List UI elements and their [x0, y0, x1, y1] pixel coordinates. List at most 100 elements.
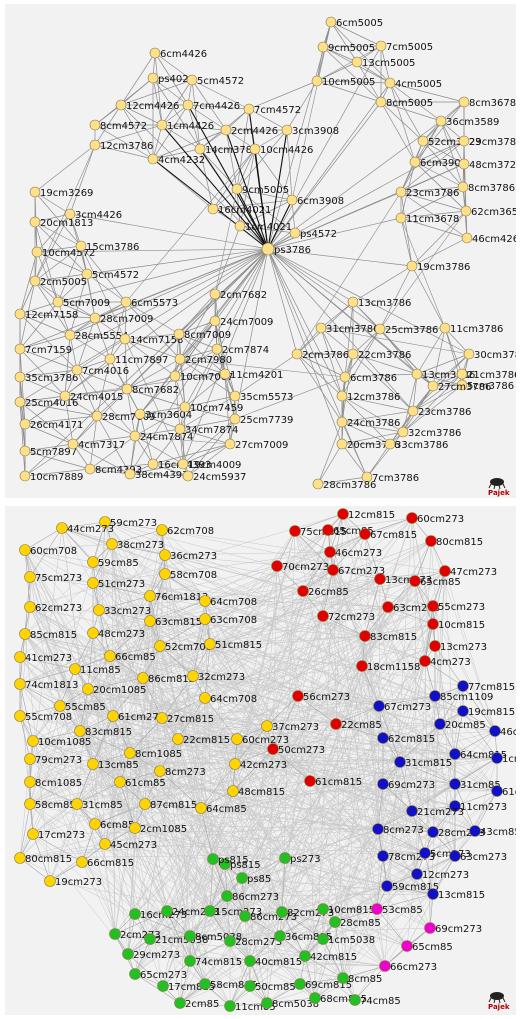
network-edge — [432, 570, 446, 607]
node-label: 6cm5573 — [131, 298, 178, 309]
network-edge — [414, 580, 456, 857]
node-label: 38cm4393 — [135, 470, 188, 481]
network-edge — [379, 327, 446, 330]
network-edge — [236, 148, 256, 190]
node-label: 30cm3786 — [474, 350, 516, 361]
network-edge — [24, 633, 380, 707]
network-node — [394, 756, 406, 768]
network-edge — [454, 730, 496, 755]
network-edge — [314, 997, 356, 1001]
network-edge — [204, 697, 337, 725]
network-edge — [382, 852, 426, 857]
network-edge — [159, 618, 206, 647]
network-edge — [127, 953, 386, 967]
network-edge — [412, 384, 463, 412]
network-edge — [187, 418, 236, 477]
node-label: 67cm815 — [370, 530, 417, 541]
network-edge — [406, 855, 456, 947]
network-edge — [424, 605, 434, 662]
network-edge — [225, 129, 238, 190]
network-edge — [322, 46, 382, 103]
network-edge — [424, 660, 436, 697]
network-edge — [400, 210, 467, 219]
network-edge — [34, 191, 71, 215]
network-edge — [225, 129, 256, 150]
network-edge — [192, 675, 380, 707]
node-label: 11cm4201 — [230, 370, 283, 381]
network-node — [194, 143, 206, 155]
network-edge — [400, 217, 413, 267]
network-edge — [129, 635, 366, 754]
network-node — [377, 850, 389, 862]
network-edge — [454, 710, 464, 755]
node-label: 25cm3786 — [385, 325, 438, 336]
hub-edge — [86, 248, 269, 275]
network-edge — [402, 384, 463, 433]
network-edge — [317, 476, 368, 485]
network-edge — [34, 221, 88, 275]
network-node — [174, 997, 186, 1009]
network-edge — [164, 551, 331, 556]
network-node — [411, 868, 423, 880]
network-edge — [74, 655, 111, 670]
node-label: 2cm7980 — [185, 355, 232, 366]
network-edge — [96, 415, 136, 437]
network-edge — [57, 245, 82, 303]
network-edge — [104, 843, 228, 897]
network-edge — [87, 645, 161, 690]
network-edge — [241, 723, 337, 879]
node-label: 28cm7009 — [100, 314, 153, 325]
node-label: 33cm3786 — [395, 440, 448, 451]
network-edge — [19, 668, 76, 685]
node-label: 65cm85 — [420, 577, 461, 588]
node-label: 24cm7874 — [140, 432, 193, 443]
network-edge — [189, 935, 386, 967]
network-node — [336, 438, 348, 450]
network-edge — [174, 320, 216, 377]
network-node — [159, 568, 171, 580]
node-label: 1cm4021 — [245, 222, 292, 233]
node-label: 3cm4426 — [75, 210, 122, 221]
node-label: 8cm3786 — [468, 183, 515, 194]
hub-edge — [267, 248, 414, 412]
network-edge — [332, 569, 381, 580]
node-label: 67cm273 — [384, 702, 431, 713]
node-label: 1cm815 — [502, 754, 516, 765]
network-edge — [64, 395, 98, 417]
node-label: 68cm815 — [320, 994, 367, 1005]
network-edge — [164, 554, 231, 942]
network-edge — [387, 606, 434, 625]
network-edge — [29, 668, 76, 805]
network-node — [24, 571, 36, 583]
pajek-logo-text: Pajek — [488, 1003, 510, 1011]
network-edge — [352, 353, 414, 412]
node-label: 2cm273 — [120, 930, 161, 941]
network-edge — [434, 645, 456, 785]
node-label: 42cm815 — [310, 952, 357, 963]
network-edge — [272, 748, 311, 782]
network-edge — [61, 521, 106, 529]
network-edge — [92, 763, 251, 962]
network-edge — [432, 327, 446, 387]
network-edge — [80, 245, 127, 303]
network-edge — [19, 758, 31, 859]
node-label: 27cm3786 — [438, 382, 491, 393]
hub-edge — [69, 213, 269, 250]
node-label: 52cm708 — [165, 642, 212, 653]
network-edge — [152, 443, 231, 465]
network-edge — [294, 513, 344, 532]
network-edge — [19, 251, 38, 315]
network-edge — [149, 595, 389, 608]
network-node — [220, 124, 232, 136]
network-edge — [19, 683, 344, 979]
network-node — [231, 183, 243, 195]
network-edge — [334, 921, 344, 979]
node-label: 11cm273 — [460, 802, 507, 813]
network-node — [184, 955, 196, 967]
node-label: ps815 — [218, 855, 249, 866]
network-edge — [129, 463, 184, 475]
network-edge — [304, 908, 324, 957]
network-edge — [19, 401, 98, 417]
network-node — [119, 333, 131, 345]
